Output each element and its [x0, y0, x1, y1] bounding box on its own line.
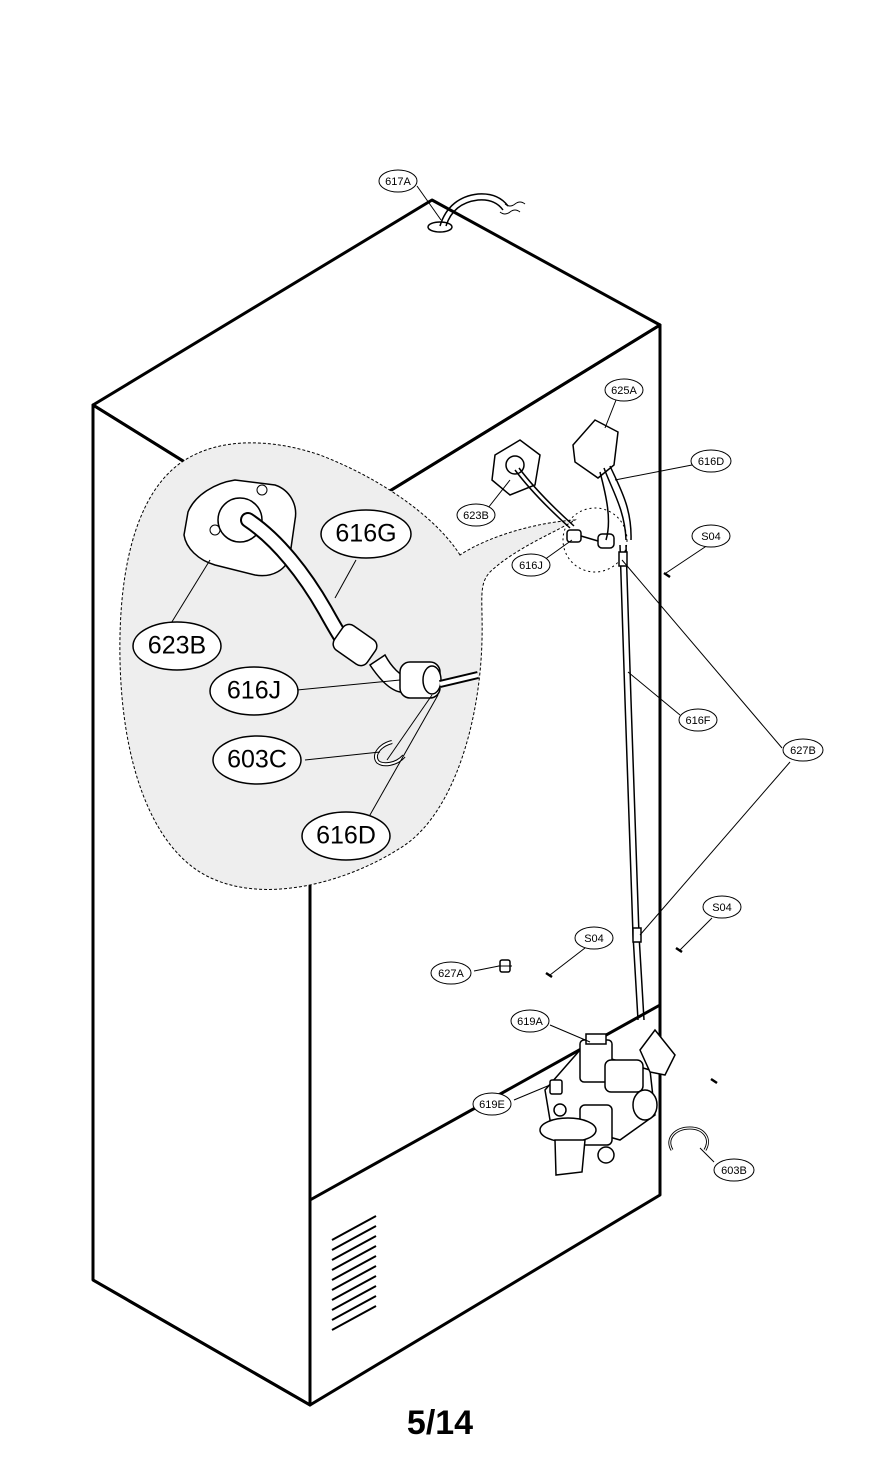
- callout-603B-label: 603B: [721, 1165, 747, 1177]
- callout-623B-small: 623B: [456, 503, 496, 527]
- top-grommet-617A: [427, 193, 526, 233]
- callout-627B: 627B: [782, 738, 824, 762]
- callout-S04-top-label: S04: [701, 531, 721, 543]
- callout-603B: 603B: [713, 1158, 755, 1182]
- callout-616D-small: 616D: [690, 449, 732, 473]
- callout-616J-small: 616J: [511, 553, 551, 577]
- callout-623B-large-label: 623B: [148, 632, 206, 660]
- page-number: 5/14: [406, 1404, 474, 1442]
- callout-623B-small-label: 623B: [463, 510, 489, 522]
- callout-617A-label: 617A: [385, 176, 411, 188]
- callout-616D-large: 616D: [301, 811, 391, 861]
- water-tube-616F: [618, 544, 645, 1021]
- callout-625A-label: 625A: [611, 385, 637, 397]
- callout-619E-label: 619E: [479, 1099, 505, 1111]
- callout-616G-large-label: 616G: [335, 520, 396, 548]
- callout-616D-large-label: 616D: [316, 822, 376, 850]
- callout-627A-label: 627A: [438, 968, 464, 980]
- callout-619A-label: 619A: [517, 1016, 543, 1028]
- callout-S04-mid: S04: [574, 926, 614, 950]
- callout-616F: 616F: [678, 708, 718, 732]
- left-face-bottom-edge: [92, 1278, 311, 1407]
- screws: [545, 571, 718, 1085]
- small-bracket-623B: [491, 439, 575, 529]
- callout-616J-small-label: 616J: [519, 560, 543, 572]
- callout-627B-label: 627B: [790, 745, 816, 757]
- vent-grille: [331, 1215, 377, 1331]
- filter-head-625A: [572, 419, 632, 541]
- callout-616D-small-label: 616D: [698, 456, 724, 468]
- leader-lines: [169, 185, 791, 1163]
- water-valve-assembly: [539, 1028, 676, 1176]
- callout-616J-large: 616J: [209, 666, 299, 716]
- callout-617A: 617A: [378, 169, 418, 193]
- callout-619A: 619A: [510, 1009, 550, 1033]
- callout-S04-mid-label: S04: [584, 933, 604, 945]
- small-coupling-616J: [562, 507, 628, 573]
- callout-603C-large-label: 603C: [227, 746, 287, 774]
- callout-616F-label: 616F: [685, 715, 710, 727]
- callout-603C-large: 603C: [212, 735, 302, 785]
- cabinet-right-face: [308, 323, 662, 1407]
- callout-S04-right: S04: [702, 895, 742, 919]
- callout-623B-large: 623B: [132, 621, 222, 671]
- callout-616J-large-label: 616J: [227, 677, 281, 705]
- callout-625A: 625A: [604, 378, 644, 402]
- callout-627A: 627A: [430, 961, 472, 985]
- clip-627A: [498, 959, 512, 973]
- callout-S04-right-label: S04: [712, 902, 732, 914]
- callout-616G-large: 616G: [320, 509, 412, 559]
- callout-S04-top: S04: [691, 524, 731, 548]
- callout-619E: 619E: [472, 1092, 512, 1116]
